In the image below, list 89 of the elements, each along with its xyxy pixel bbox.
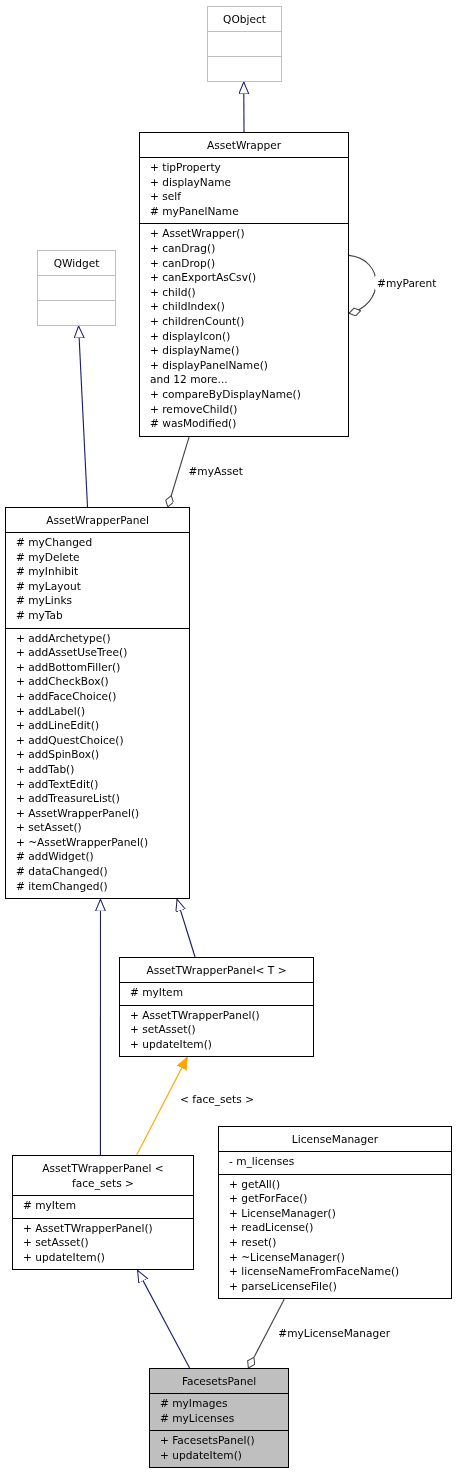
aggregation-connector <box>247 1298 285 1369</box>
inheritance-arrow <box>175 898 196 958</box>
inheritance-arrow <box>238 81 250 133</box>
class-box <box>218 1126 452 1300</box>
class-member: + addAssetUseTree() <box>16 645 129 660</box>
class-member: + updateItem() <box>130 1036 213 1052</box>
class-member: + AssetTWrapperPanel() <box>130 1007 261 1023</box>
class-member: + AssetWrapperPanel() <box>16 805 141 821</box>
class-name: FacesetsPanel <box>180 1374 258 1389</box>
class-member: + tipProperty <box>150 160 222 175</box>
class-name: QObject <box>222 12 267 27</box>
class-member: + getAll() <box>229 1176 282 1192</box>
class-member: + addTreasureList() <box>16 791 121 806</box>
class-member: # itemChanged() <box>16 878 109 894</box>
class-member: # wasModified() <box>150 416 238 431</box>
class-member: # myInhibit <box>16 564 80 579</box>
class-member: + addCheckBox() <box>16 674 110 689</box>
class-member: + displayName <box>150 174 233 190</box>
class-member: + addFaceChoice() <box>16 688 118 704</box>
class-member: + licenseNameFromFaceName() <box>229 1264 401 1279</box>
class-name: AssetWrapperPanel <box>45 513 150 528</box>
inheritance-arrow <box>73 325 89 508</box>
class-member: + displayIcon() <box>150 328 232 344</box>
class-member: + canDrop() <box>150 255 217 271</box>
aggregation-connector <box>165 436 190 508</box>
class-name: LicenseManager <box>290 1132 380 1147</box>
class-member: + addQuestChoice() <box>16 732 125 748</box>
class-member: # myTab <box>16 607 64 623</box>
class-member: and 12 more... <box>150 372 229 387</box>
class-name: AssetTWrapperPanel < face_sets > <box>41 1161 165 1192</box>
class-member: + self <box>150 189 182 204</box>
class-member: + addLineEdit() <box>16 718 101 733</box>
class-member: + setAsset() <box>16 820 83 835</box>
class-box <box>207 6 282 82</box>
class-member: + child() <box>150 284 197 300</box>
class-member: + addLabel() <box>16 703 87 719</box>
class-box <box>149 1368 289 1469</box>
class-member: + getForFace() <box>229 1191 309 1206</box>
class-member: + readLicense() <box>229 1220 315 1235</box>
class-member: + setAsset() <box>23 1235 90 1250</box>
class-name: AssetTWrapperPanel< T > <box>145 963 288 978</box>
class-box <box>119 957 314 1058</box>
class-member: # addWidget() <box>16 849 95 865</box>
class-member: + childIndex() <box>150 299 226 314</box>
class-member: + addTab() <box>16 761 76 777</box>
class-member: # myLicenses <box>160 1410 236 1426</box>
class-member: # myLinks <box>16 593 74 608</box>
class-member: + addArchetype() <box>16 630 112 646</box>
class-member: # myPanelName <box>150 203 240 219</box>
class-member: + childrenCount() <box>150 313 246 329</box>
class-member: + ~AssetWrapperPanel() <box>16 834 150 850</box>
class-member: # myLayout <box>16 578 82 594</box>
class-member: # dataChanged() <box>16 864 109 879</box>
inheritance-arrow <box>94 898 106 1156</box>
class-member: + setAsset() <box>130 1022 197 1037</box>
class-member: + updateItem() <box>23 1249 106 1265</box>
class-member: + parseLicenseFile() <box>229 1278 338 1294</box>
class-member: # myImages <box>160 1396 229 1411</box>
edge-label: #myParent <box>375 276 439 291</box>
class-box <box>37 250 116 326</box>
class-member: + addTextEdit() <box>16 776 100 792</box>
class-member: + LicenseManager() <box>229 1205 337 1221</box>
class-member: - m_licenses <box>229 1154 296 1169</box>
class-member: # myDelete <box>16 549 81 565</box>
class-box <box>5 507 190 900</box>
class-member: + updateItem() <box>160 1447 243 1463</box>
class-member: # myItem <box>23 1198 77 1213</box>
class-member: + displayPanelName() <box>150 357 269 373</box>
class-member: # myChanged <box>16 535 94 550</box>
class-name: AssetWrapper <box>205 138 283 153</box>
class-member: + canDrag() <box>150 240 217 256</box>
class-member: + compareByDisplayName() <box>150 386 302 402</box>
inheritance-arrow <box>137 1269 191 1369</box>
class-member: + canExportAsCsv() <box>150 270 258 285</box>
class-member: + displayName() <box>150 343 241 358</box>
class-box <box>139 132 349 437</box>
class-member: + removeChild() <box>150 401 239 417</box>
class-member: + addSpinBox() <box>16 747 101 762</box>
class-member: + reset() <box>229 1234 278 1250</box>
class-member: + AssetTWrapperPanel() <box>23 1220 154 1236</box>
class-name: QWidget <box>52 256 101 271</box>
aggregation-connector <box>348 254 377 316</box>
inheritance-arrow <box>136 1056 188 1156</box>
class-member: # myItem <box>130 985 184 1000</box>
class-member: + AssetWrapper() <box>150 226 246 241</box>
class-member: + ~LicenseManager() <box>229 1249 346 1265</box>
class-member: + addBottomFiller() <box>16 659 122 675</box>
class-box <box>12 1155 194 1271</box>
class-member: + FacesetsPanel() <box>160 1433 256 1448</box>
